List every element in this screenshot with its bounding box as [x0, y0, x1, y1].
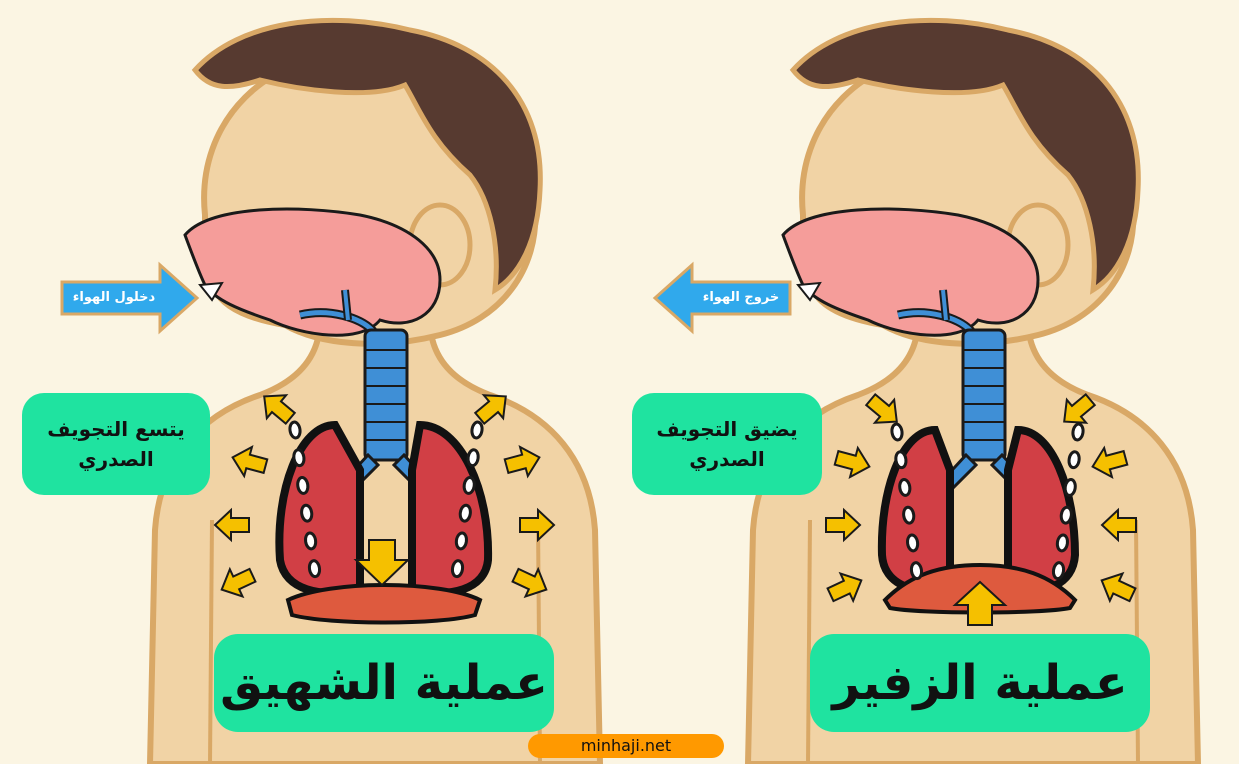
- air-out-label: خروج الهواء: [692, 287, 790, 309]
- cavity-expands-line1: يتسع التجويف: [47, 414, 184, 444]
- cavity-narrows-line2: الصدري: [689, 444, 764, 474]
- air-in-label: دخلول الهواء: [64, 287, 164, 309]
- cavity-expands-line2: الصدري: [78, 444, 153, 474]
- cavity-expands-box: يتسع التجويف الصدري: [22, 393, 210, 495]
- exhalation-title: عملية الزفير: [810, 634, 1150, 732]
- inhalation-title: عملية الشهيق: [214, 634, 554, 732]
- cavity-narrows-line1: يضيق التجويف: [656, 414, 797, 444]
- site-watermark: minhaji.net: [528, 734, 724, 758]
- cavity-narrows-box: يضيق التجويف الصدري: [632, 393, 822, 495]
